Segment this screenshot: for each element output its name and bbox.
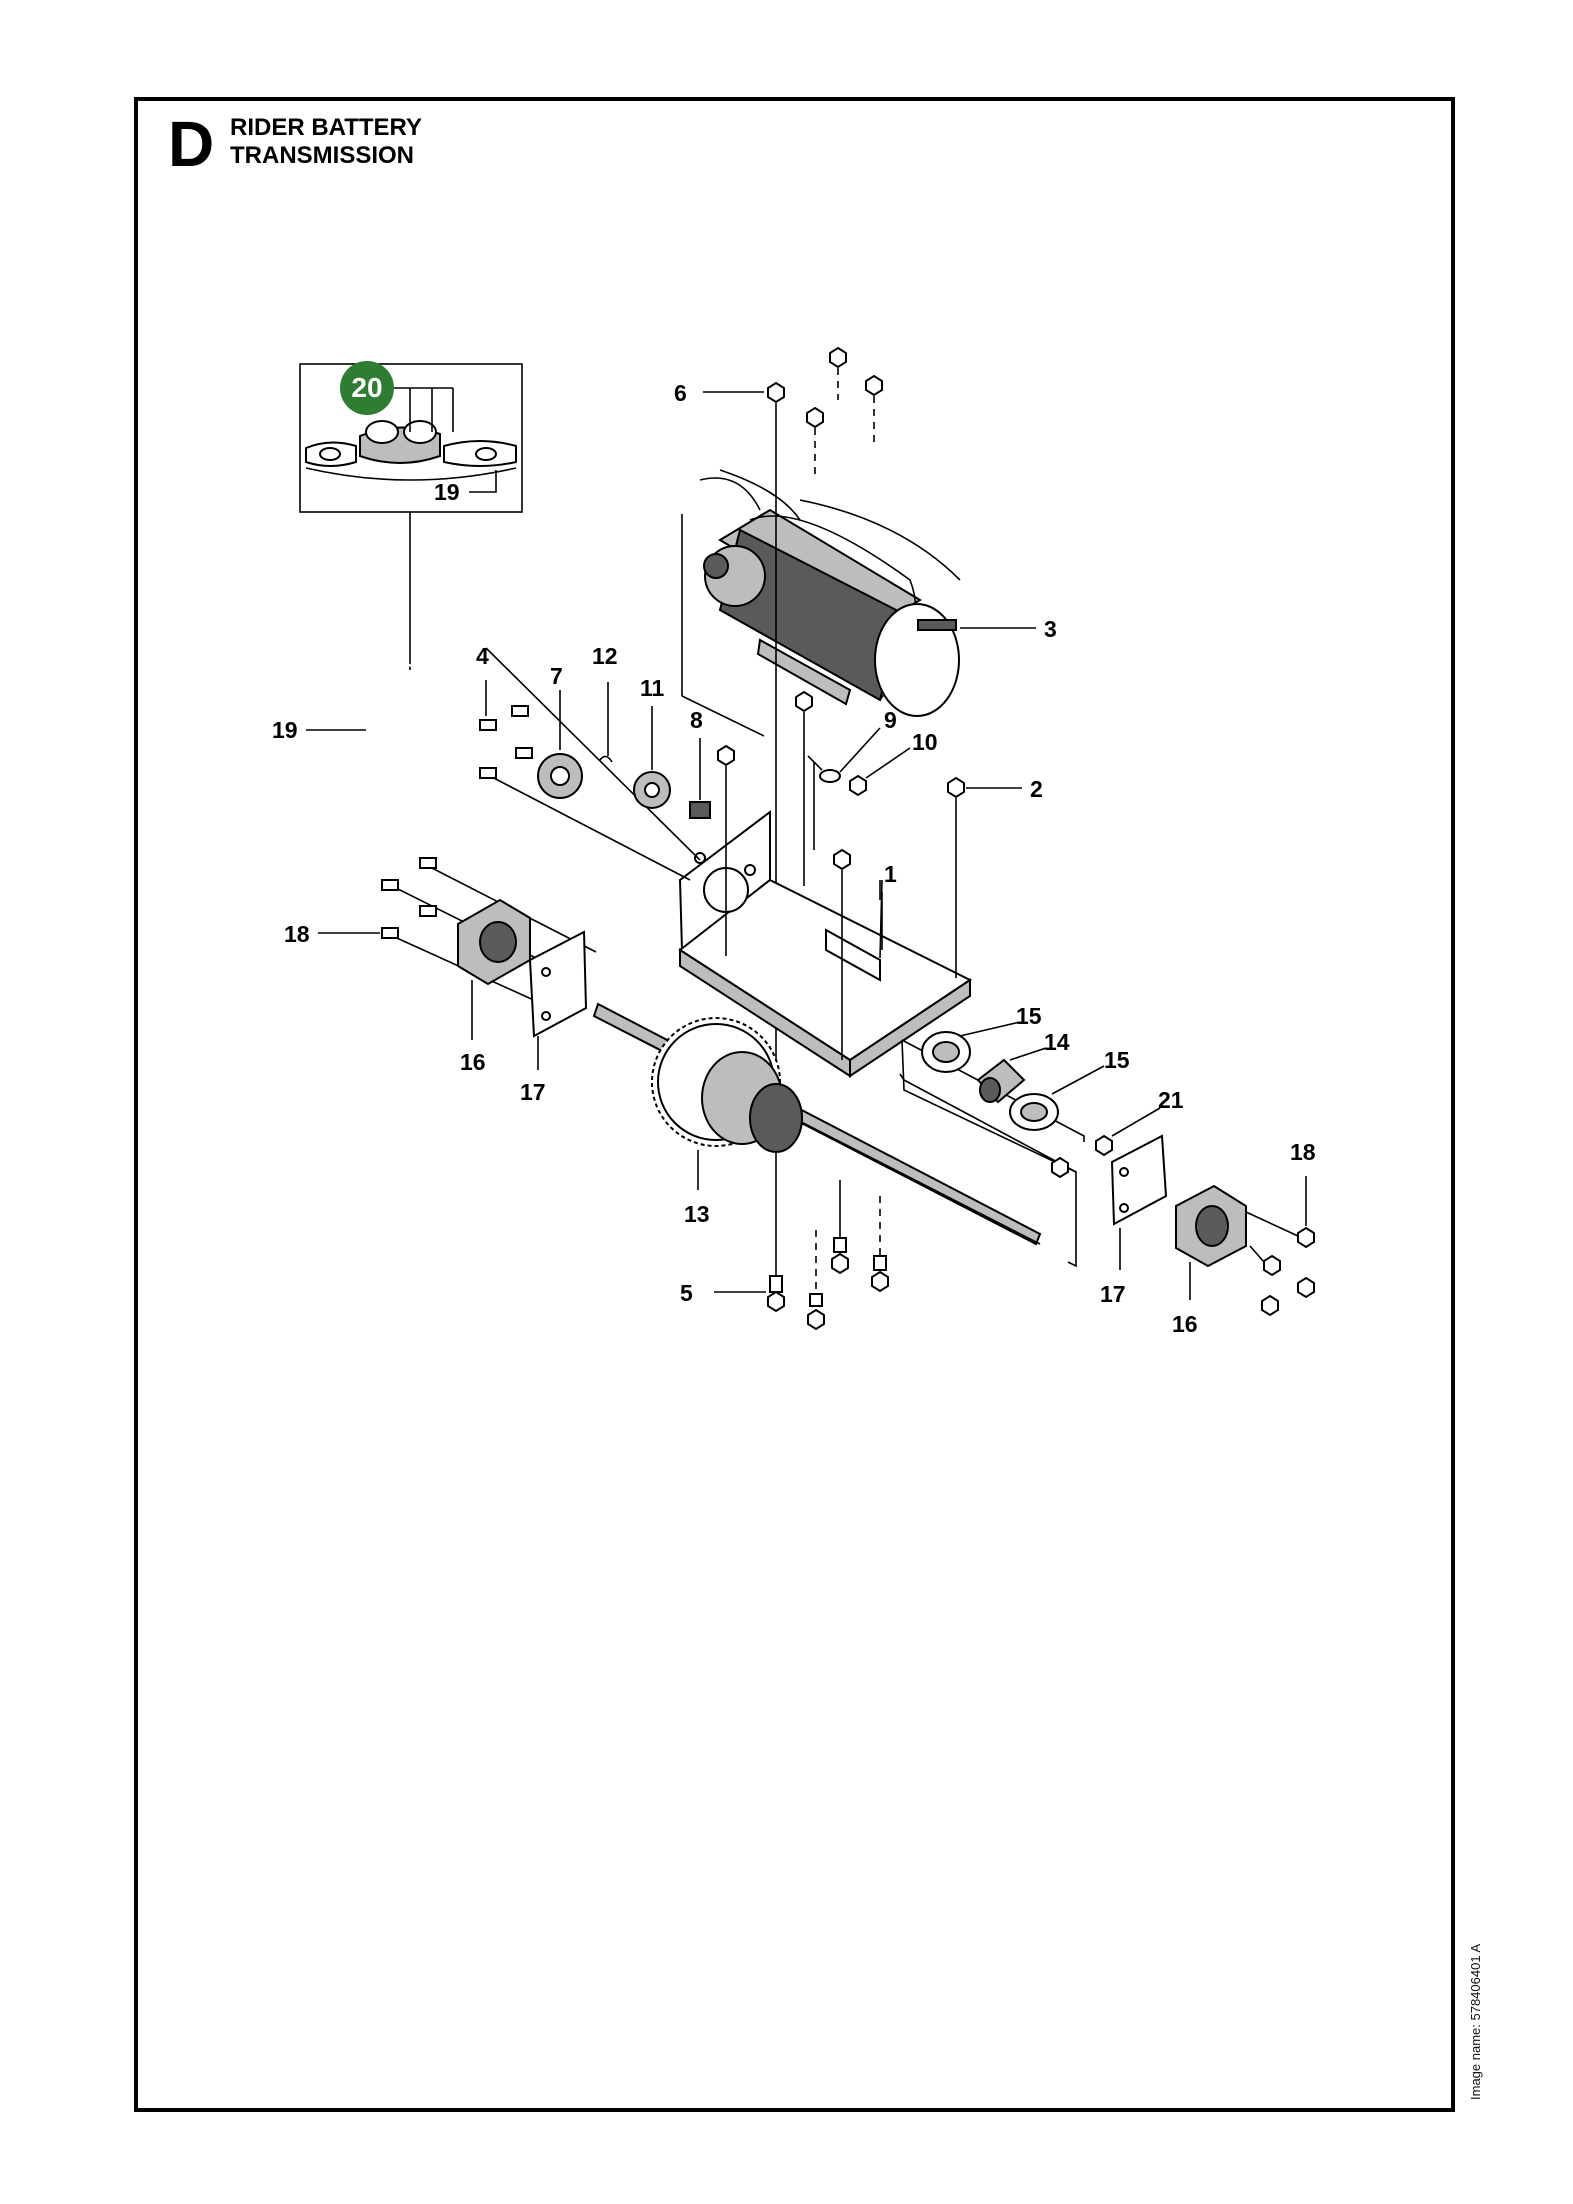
shaft-coupling-parts: 15 14 15 21 [901, 1003, 1184, 1179]
motor-base-plate: 1 [678, 690, 972, 1078]
callout-19-inset: 19 [434, 479, 460, 505]
bottom-bolts: 5 [680, 1180, 889, 1331]
diagram-frame [134, 97, 1455, 2112]
motor-shaft-parts: 4 7 12 11 8 [476, 643, 735, 956]
callout-1: 1 [884, 861, 897, 887]
callout-15-right: 15 [1104, 1047, 1130, 1073]
callout-5: 5 [680, 1280, 693, 1306]
callout-15-top: 15 [1016, 1003, 1042, 1029]
callout-8: 8 [690, 707, 703, 733]
title-line-2: TRANSMISSION [230, 142, 415, 169]
callout-6: 6 [674, 380, 687, 406]
callout-18-left: 18 [284, 921, 310, 947]
callout-7: 7 [550, 663, 563, 689]
callout-11: 11 [640, 675, 665, 701]
chain-inset-box [299, 363, 523, 513]
axle-sprocket-13 [651, 1017, 803, 1153]
electric-motor: 3 [681, 469, 1057, 737]
callout-4: 4 [476, 643, 489, 669]
chain-drawing [305, 420, 517, 481]
callout-16-right: 16 [1172, 1311, 1198, 1337]
section-letter: D [168, 108, 215, 180]
callout-9: 9 [884, 707, 897, 733]
washer-and-bolt: 9 10 [807, 707, 938, 797]
callout-14: 14 [1044, 1029, 1070, 1055]
left-bearing-assembly: 18 16 17 [284, 857, 597, 1105]
rear-axle: 13 [592, 1002, 1077, 1268]
bracket-right [1110, 1134, 1168, 1226]
spacer-8 [689, 801, 711, 819]
callout-10: 10 [912, 729, 938, 755]
callout-3: 3 [1044, 616, 1057, 642]
callout-12: 12 [592, 643, 618, 669]
callout-21: 21 [1158, 1087, 1184, 1113]
callout-2: 2 [1030, 776, 1043, 802]
callout-17-right: 17 [1100, 1281, 1126, 1307]
callout-19: 19 [272, 717, 298, 743]
badge-20-label: 20 [351, 372, 382, 403]
drive-chain: 19 [272, 663, 473, 825]
right-bearing-assembly: 17 16 18 [1100, 1134, 1316, 1337]
callout-18-right: 18 [1290, 1139, 1316, 1165]
callout-16-left: 16 [460, 1049, 486, 1075]
chain-inset: 20 19 [299, 361, 523, 670]
title-line-1: RIDER BATTERY [230, 114, 422, 141]
callout-13: 13 [684, 1201, 710, 1227]
bolt-2: 2 [947, 776, 1043, 978]
badge-20 [340, 361, 394, 415]
motor-end-cap [874, 603, 960, 717]
callout-17-left: 17 [520, 1079, 546, 1105]
bracket-left [528, 930, 588, 1038]
